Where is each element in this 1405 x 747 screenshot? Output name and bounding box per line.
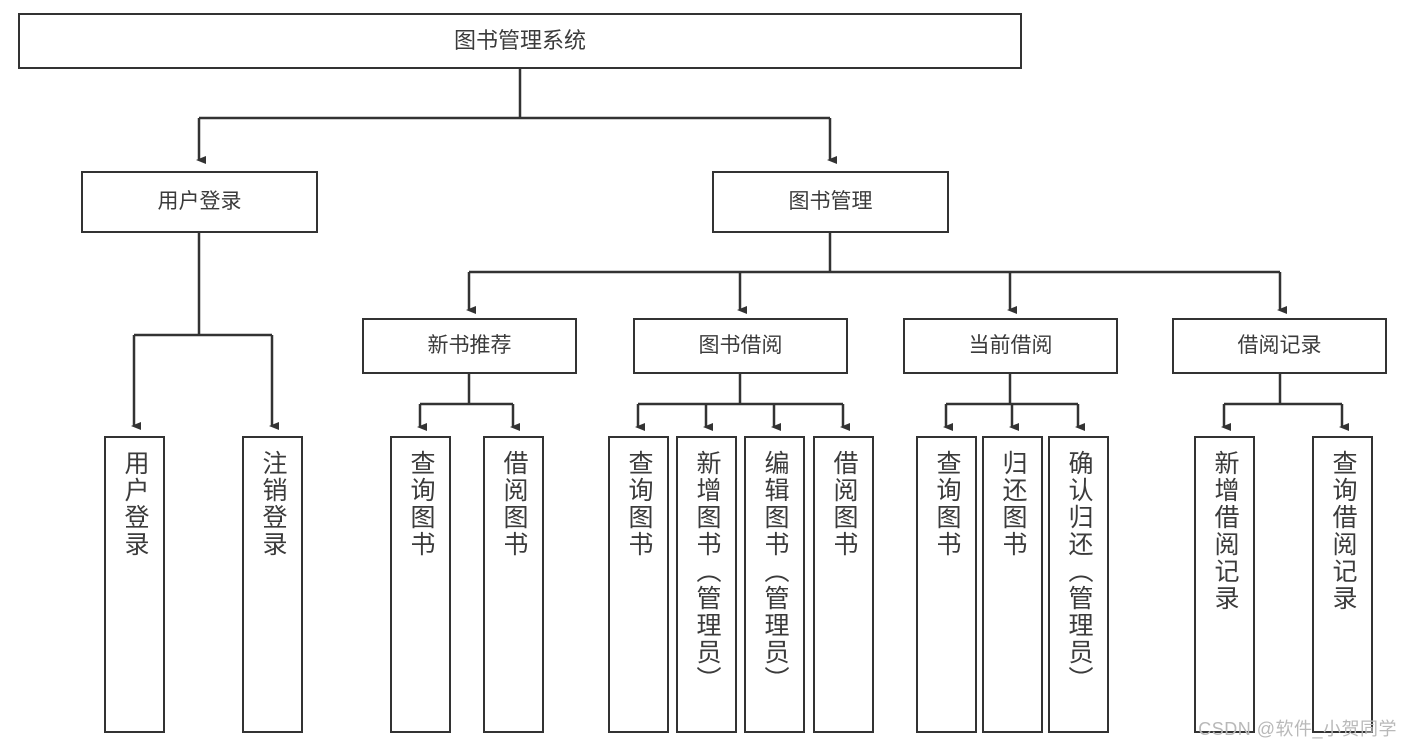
node-leaf-query-book-1[interactable]: 查询图书: [390, 436, 451, 733]
node-leaf-return-book[interactable]: 归还图书: [982, 436, 1043, 733]
node-leaf-borrow-book-1-label: 借阅图书: [500, 450, 528, 558]
node-leaf-query-record[interactable]: 查询借阅记录: [1312, 436, 1373, 733]
node-leaf-confirm-return-label: 确认归还（管理员）: [1065, 450, 1093, 693]
node-leaf-add-book-label: 新增图书（管理员）: [693, 450, 721, 693]
node-leaf-confirm-return[interactable]: 确认归还（管理员）: [1048, 436, 1109, 733]
node-leaf-borrow-book-2-label: 借阅图书: [830, 450, 858, 558]
node-leaf-logout-label: 注销登录: [259, 450, 287, 558]
node-root-label: 图书管理系统: [453, 28, 586, 54]
node-leaf-query-book-3[interactable]: 查询图书: [916, 436, 977, 733]
node-leaf-logout[interactable]: 注销登录: [242, 436, 303, 733]
node-leaf-query-book-2-label: 查询图书: [625, 450, 653, 558]
node-leaf-return-book-label: 归还图书: [999, 450, 1027, 558]
node-leaf-user-login[interactable]: 用户登录: [104, 436, 165, 733]
node-book-management[interactable]: 图书管理: [712, 171, 949, 233]
node-book-borrow[interactable]: 图书借阅: [633, 318, 848, 374]
node-leaf-query-book-3-label: 查询图书: [933, 450, 961, 558]
node-leaf-add-book[interactable]: 新增图书（管理员）: [676, 436, 737, 733]
node-leaf-query-book-2[interactable]: 查询图书: [608, 436, 669, 733]
node-leaf-query-record-label: 查询借阅记录: [1329, 450, 1357, 612]
node-current-borrow[interactable]: 当前借阅: [903, 318, 1118, 374]
node-leaf-borrow-book-1[interactable]: 借阅图书: [483, 436, 544, 733]
node-book-management-label: 图书管理: [788, 189, 873, 213]
node-new-book-recommend-label: 新书推荐: [427, 333, 512, 357]
node-user-login-label: 用户登录: [157, 189, 242, 213]
node-book-borrow-label: 图书借阅: [698, 333, 783, 357]
node-leaf-add-record[interactable]: 新增借阅记录: [1194, 436, 1255, 733]
node-leaf-borrow-book-2[interactable]: 借阅图书: [813, 436, 874, 733]
node-root[interactable]: 图书管理系统: [18, 13, 1022, 69]
node-new-book-recommend[interactable]: 新书推荐: [362, 318, 577, 374]
node-borrow-record[interactable]: 借阅记录: [1172, 318, 1387, 374]
node-user-login[interactable]: 用户登录: [81, 171, 318, 233]
node-borrow-record-label: 借阅记录: [1237, 333, 1322, 357]
node-leaf-user-login-label: 用户登录: [121, 450, 149, 558]
node-current-borrow-label: 当前借阅: [968, 333, 1053, 357]
node-leaf-add-record-label: 新增借阅记录: [1211, 450, 1239, 612]
node-leaf-query-book-1-label: 查询图书: [407, 450, 435, 558]
watermark: CSDN @软件_小贺同学: [1198, 719, 1397, 739]
node-leaf-edit-book-label: 编辑图书（管理员）: [761, 450, 789, 693]
node-leaf-edit-book[interactable]: 编辑图书（管理员）: [744, 436, 805, 733]
